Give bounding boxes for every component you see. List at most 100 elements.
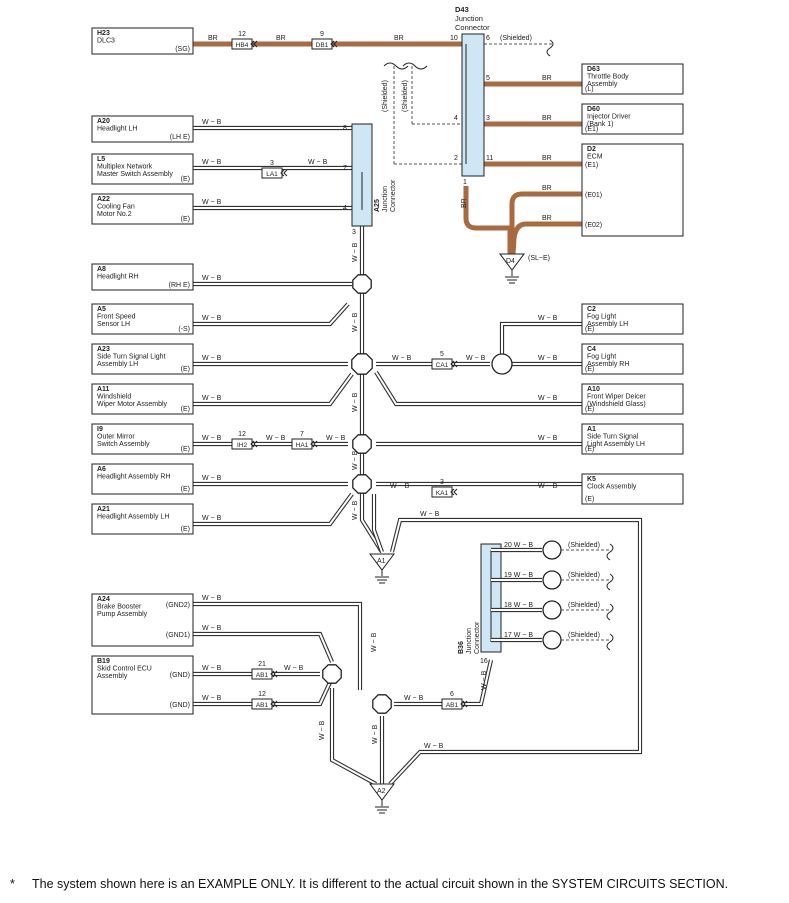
a25-code: A25: [374, 199, 381, 212]
connector-body: [251, 668, 273, 680]
wb-label: W − B: [202, 275, 222, 282]
component-code: A22: [97, 196, 110, 203]
component-box: [91, 263, 194, 291]
lbl-br-6: BR: [542, 155, 552, 162]
component-box: [91, 115, 194, 143]
wb-label: W − B: [308, 159, 328, 166]
component-code: A6: [97, 466, 106, 473]
component-name-line: Throttle Body: [587, 74, 629, 81]
component-pin: (E): [181, 216, 190, 223]
ground-d4: D4 (SL−E): [499, 253, 550, 284]
connector-code: HA1: [296, 442, 309, 449]
lbl-br-9: BR: [461, 198, 468, 208]
a25-line1: Junction: [382, 186, 389, 212]
component-box: [91, 343, 194, 375]
pin-d43-2: 2: [454, 155, 458, 162]
connector-pin: 9: [320, 31, 324, 38]
component-box: [581, 423, 684, 455]
shield-node: [542, 630, 562, 650]
component-name-line: Headlight Assembly RH: [97, 474, 171, 481]
connector-arrow-icon: [310, 440, 318, 448]
connector-pin: 7: [300, 431, 304, 438]
lbl-br-3: BR: [394, 35, 404, 42]
component-name-line: Multiplex Network: [97, 164, 153, 171]
b36-code: B36: [458, 641, 465, 654]
component-pin: (E1): [585, 126, 598, 133]
lbl-br-4: BR: [542, 75, 552, 82]
wb-label: W − B: [202, 625, 222, 632]
component-name-line: (Windshield Glass): [587, 401, 646, 408]
component-pin: (E): [585, 496, 594, 503]
component-name-line: Skid Control ECU: [97, 666, 152, 673]
connector-pin: 12: [238, 31, 246, 38]
d43-line2: Connector: [455, 23, 490, 32]
component-code: A20: [97, 118, 110, 125]
connector-arrow-icon: [450, 360, 458, 368]
connector-body: [431, 486, 453, 498]
component-name-line: ECM: [587, 154, 603, 161]
inline-connector-db1: DB1 9: [311, 31, 338, 50]
connector-pin: 3: [270, 160, 274, 167]
lbl-br-2: BR: [276, 35, 286, 42]
component-name-line: Fog Light: [587, 314, 616, 321]
connector-body: [231, 438, 253, 450]
wb-label: W − B: [284, 665, 304, 672]
shield-lines: [383, 39, 554, 165]
component-box: [91, 655, 194, 715]
component-name-line: (Bank 1): [587, 121, 613, 128]
splice-node: [322, 664, 342, 684]
wb-label: W − B: [352, 450, 359, 470]
connector-code: KA1: [436, 490, 449, 497]
b36-line2: Connector: [474, 621, 481, 654]
wb-label: W − B: [352, 392, 359, 412]
wb-label: W − B: [202, 695, 222, 702]
wb-label: W − B: [202, 595, 222, 602]
component-name-line: Injector Driver: [587, 114, 631, 121]
wb-label: W − B: [352, 500, 359, 520]
component-box: [91, 27, 194, 55]
component-code: K5: [587, 476, 596, 483]
component-pin: (-S): [178, 326, 190, 333]
component-name-line: Headlight LH: [97, 126, 137, 133]
b36-branch-label: 20 W − B: [504, 542, 533, 549]
connector-code: AB1: [256, 672, 269, 679]
wb-label: W − B: [202, 315, 222, 322]
wb-label: W − B: [420, 511, 440, 518]
connector-code: AB1: [446, 702, 459, 709]
connector-pin: 6: [450, 691, 454, 698]
ground-d4-code: D4: [506, 258, 515, 265]
lbl-shielded-d43: (Shielded): [500, 35, 532, 42]
component-pin: (E): [181, 486, 190, 493]
component-box: [581, 143, 684, 237]
wb-label: W − B: [372, 724, 379, 744]
footnote: *The system shown here is an EXAMPLE ONL…: [10, 877, 728, 891]
b36-branch: 20 W − B(Shielded): [491, 540, 614, 561]
connector-arrow-icon: [330, 40, 338, 48]
pin-d43-11: 11: [486, 155, 493, 162]
splice-node: [351, 353, 373, 375]
b36-branch: 17 W − B(Shielded): [491, 630, 614, 651]
component-name-line: Wiper Motor Assembly: [97, 401, 168, 408]
component-pin: (E1): [585, 162, 598, 169]
component-box: [91, 303, 194, 335]
component-name-line: Master Switch Assembly: [97, 171, 173, 178]
connector-code: DB1: [316, 42, 329, 49]
splice-node: [352, 474, 372, 494]
component-box: [581, 303, 684, 335]
b36-shielded-label: (Shielded): [568, 632, 600, 639]
